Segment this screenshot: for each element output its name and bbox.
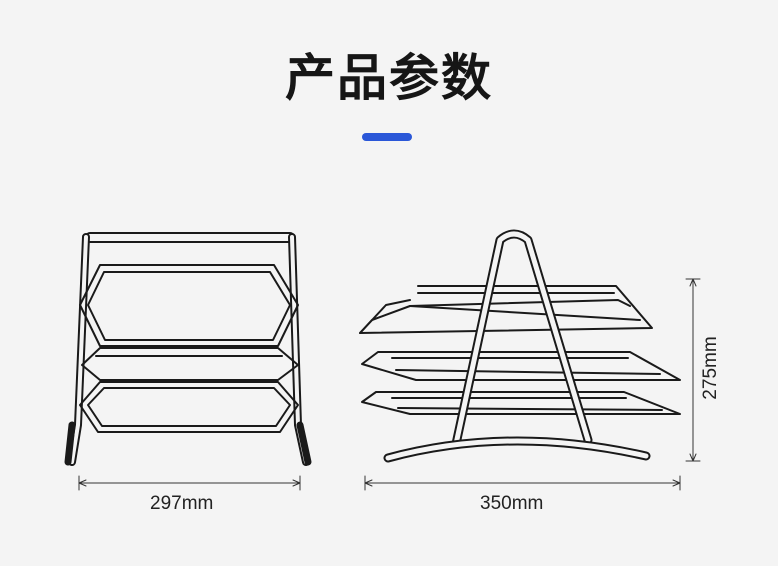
width-label: 297mm (150, 493, 214, 514)
front-view (64, 232, 312, 466)
height-label: 275mm (700, 336, 721, 400)
front-tray-top (79, 264, 299, 347)
side-a-frame (451, 229, 593, 449)
side-tray-middle (361, 351, 681, 381)
title-accent-bar (362, 133, 412, 141)
width-dimension-line (78, 475, 301, 491)
height-dimension-line (685, 278, 701, 462)
side-base-rail (383, 436, 651, 463)
side-view (359, 229, 681, 463)
front-tray-middle (81, 347, 299, 381)
front-tray-bottom (79, 381, 299, 433)
depth-label: 350mm (480, 493, 544, 514)
page-title: 产品参数 (285, 49, 493, 107)
depth-dimension-line (364, 475, 681, 491)
front-handle-bar (85, 232, 295, 243)
side-tray-bottom (361, 391, 681, 415)
side-tray-top (359, 285, 653, 334)
